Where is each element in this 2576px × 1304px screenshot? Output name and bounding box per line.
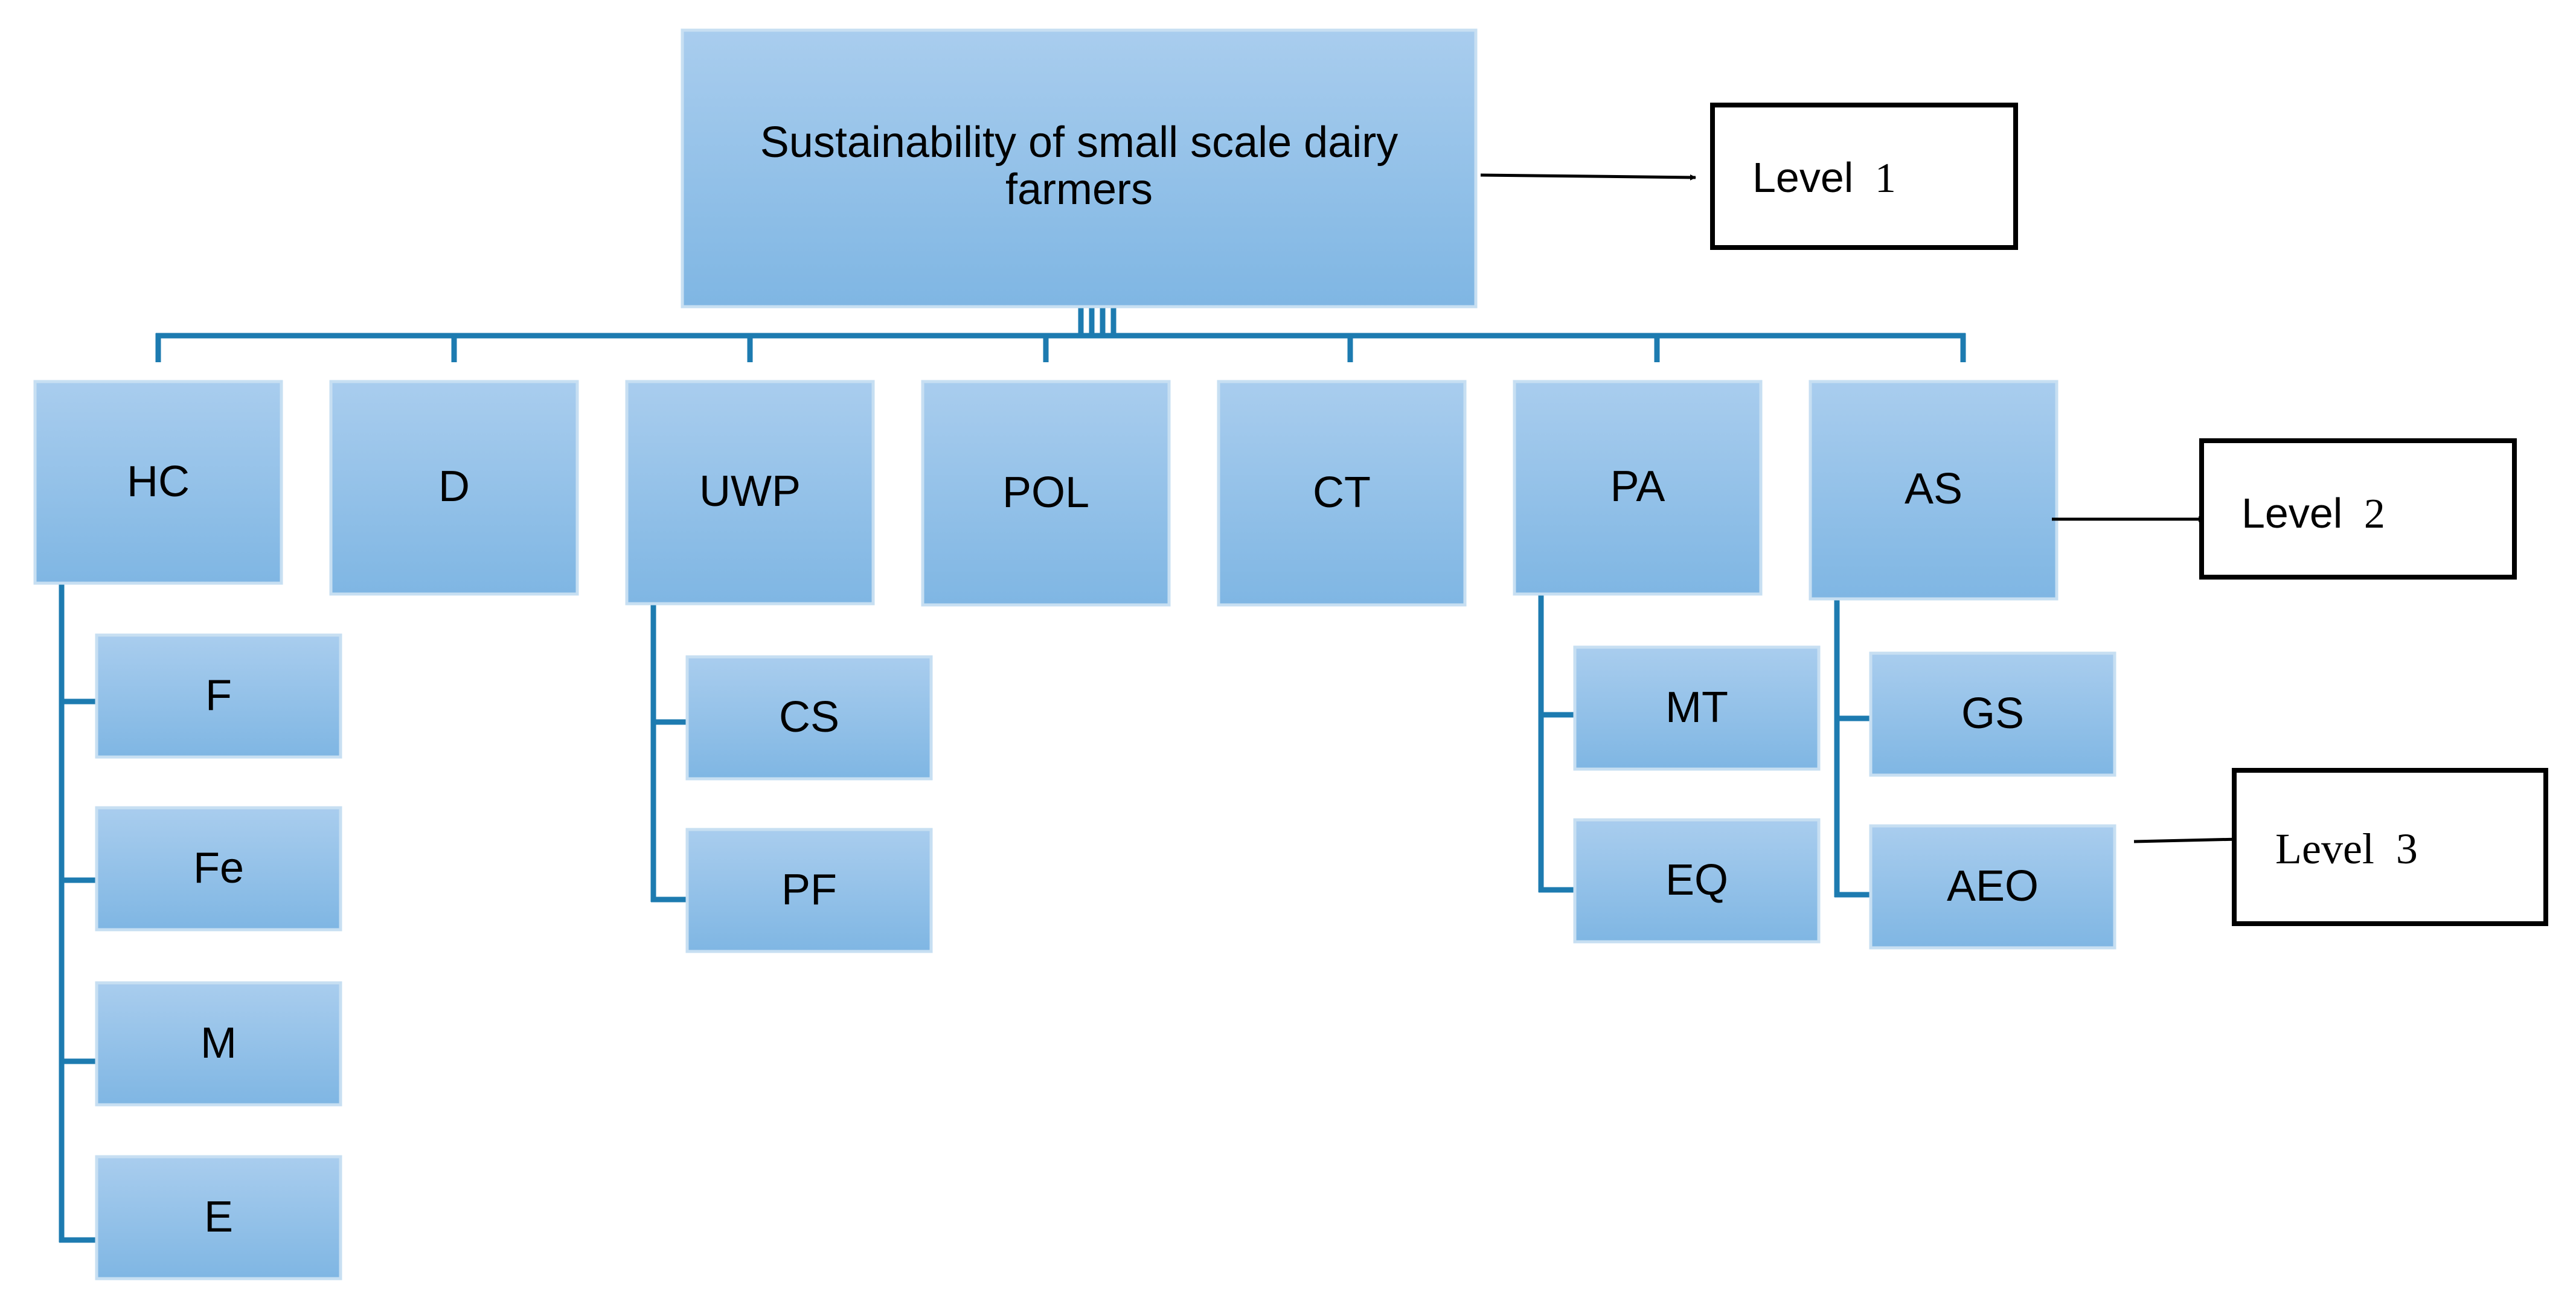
node-label-f: F [205, 671, 232, 720]
level1-word: Level [1752, 154, 1853, 201]
root-node: Sustainability of small scale dairy farm… [681, 28, 1478, 308]
level2-node-pol: POL [921, 380, 1171, 607]
level-arrows [1480, 173, 2240, 843]
child-connectors [59, 581, 1873, 1243]
level3-node-hc-e: E [95, 1155, 342, 1280]
level3-node-as-gs: GS [1869, 651, 2116, 777]
root-connectors [155, 308, 1966, 362]
node-label-d: D [438, 462, 470, 511]
level2-node-hc: HC [33, 380, 283, 585]
level2-node-ct: CT [1217, 380, 1467, 607]
level3-node-hc-fe: Fe [95, 806, 342, 932]
level2-node-d: D [329, 380, 579, 596]
node-label-aeo: AEO [1947, 862, 2039, 910]
level3-node-hc-f: F [95, 633, 342, 759]
level2-node-as: AS [1809, 380, 2059, 601]
node-label-pol: POL [1002, 468, 1089, 517]
node-label-ct: CT [1313, 468, 1371, 517]
node-label-hc: HC [127, 458, 190, 506]
level2-node-pa: PA [1513, 380, 1763, 596]
level1-number: 1 [1875, 155, 1896, 202]
level1-box: Level 1 [1710, 103, 2018, 250]
node-label-cs: CS [779, 693, 839, 741]
level3-number: 3 [2396, 825, 2418, 873]
level3-node-pa-eq: EQ [1573, 818, 1821, 944]
level2-node-uwp: UWP [625, 380, 875, 606]
level3-node-hc-m: M [95, 981, 342, 1107]
svg-text:Level 2: Level 2 [2241, 490, 2385, 537]
level3-arrow [2133, 836, 2240, 843]
node-label-m: M [200, 1019, 237, 1067]
node-label-uwp: UWP [699, 467, 801, 516]
node-label-pa: PA [1610, 462, 1665, 511]
level3-box: Level 3 [2232, 768, 2548, 926]
level2-word: Level [2241, 490, 2342, 537]
node-label-gs: GS [1961, 689, 2024, 738]
level3-node-uwp-cs: CS [685, 655, 933, 781]
node-label-as: AS [1905, 465, 1962, 513]
node-label-pf: PF [781, 866, 837, 914]
level3-node-as-aeo: AEO [1869, 824, 2116, 950]
level3-node-pa-mt: MT [1573, 645, 1821, 771]
svg-text:Level 1: Level 1 [1752, 154, 1896, 202]
svg-text:Level 3: Level 3 [2275, 825, 2418, 873]
node-label-fe: Fe [193, 844, 244, 892]
level3-node-uwp-pf: PF [685, 828, 933, 953]
level3-word: Level [2275, 825, 2374, 873]
level2-number: 2 [2364, 491, 2385, 537]
node-label-eq: EQ [1665, 856, 1728, 904]
node-label-e: E [204, 1193, 233, 1241]
level2-box: Level 2 [2199, 438, 2517, 580]
root-label-line-2: farmers [1005, 165, 1153, 214]
root-label-line-1: Sustainability of small scale dairy [760, 118, 1398, 167]
node-label-mt: MT [1665, 683, 1728, 732]
level1-arrow [1480, 173, 1696, 181]
